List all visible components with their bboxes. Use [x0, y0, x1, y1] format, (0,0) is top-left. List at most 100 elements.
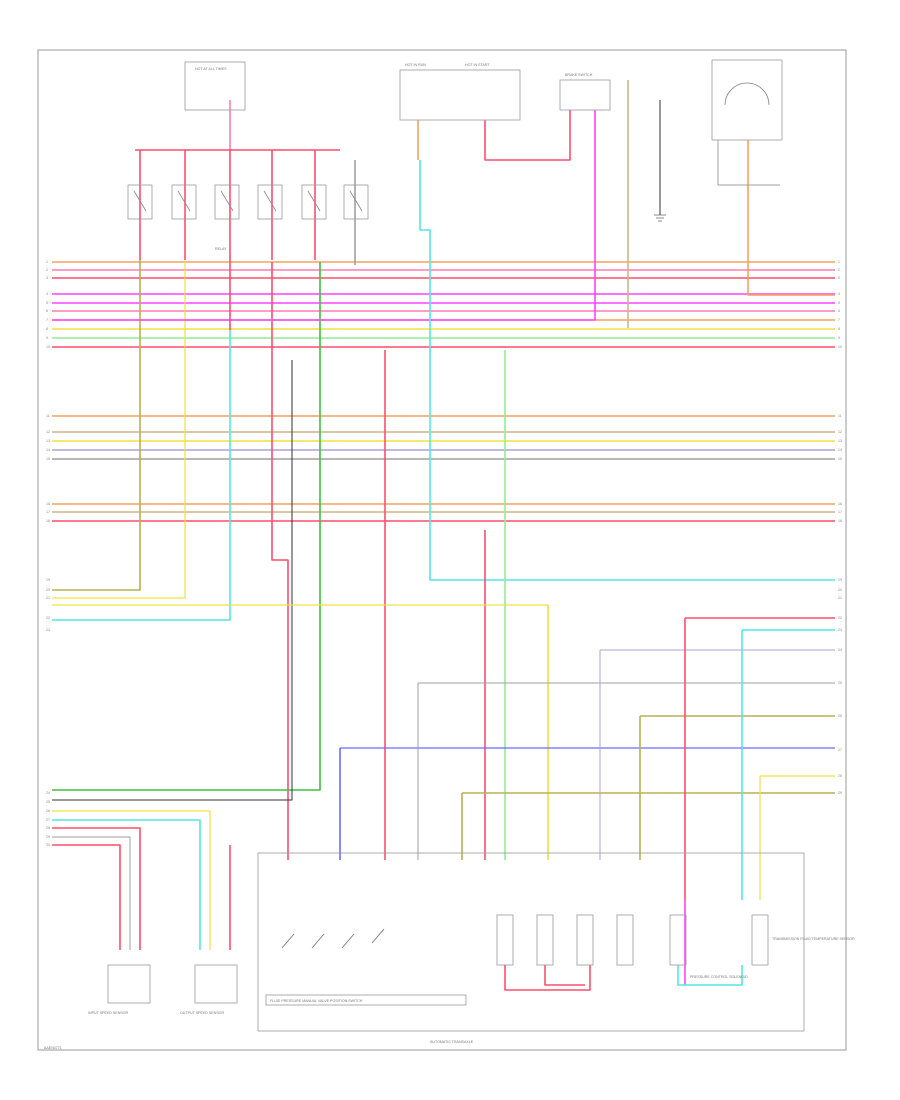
bus-pin-left-4: 4 [46, 292, 48, 296]
ign-wire-2 [484, 110, 571, 161]
bus-pin-left-12: 12 [46, 430, 50, 434]
components: 1234567891011121314151617181920212223242… [46, 59, 855, 1044]
pressure-switch-contact-3 [341, 933, 355, 949]
bus-pin-left-8: 8 [46, 327, 48, 331]
bus-pin-right-22: 22 [838, 616, 842, 620]
relay-switch-6 [349, 190, 363, 212]
relay-switch-3 [220, 190, 234, 212]
label-fluid-temp: TRANSMISSION FLUID TEMPERATURE SENSOR [772, 937, 855, 941]
bus-pin-left-27: 27 [46, 818, 50, 822]
brake-switch-box [559, 79, 611, 111]
bus-pin-left-28: 28 [46, 826, 50, 830]
label-input-speed: INPUT SPEED SENSOR [88, 1011, 128, 1015]
red-bottom-left-2 [52, 844, 121, 950]
solenoid-4 [616, 914, 634, 966]
relay-switch-2 [177, 190, 191, 212]
sensor-wire-1 [747, 140, 835, 296]
bus-pin-left-3: 3 [46, 276, 48, 280]
bus-pin-left-16: 16 [46, 502, 50, 506]
transaxle-box [257, 852, 805, 1032]
relay-6 [343, 184, 369, 220]
bus-pin-right-27: 27 [838, 748, 842, 752]
sensor-arc [724, 82, 770, 106]
bus-pin-right-24: 24 [838, 648, 842, 652]
solenoid-return-2 [544, 965, 585, 986]
bus-pin-right-14: 14 [838, 448, 842, 452]
bus-pin-left-13: 13 [46, 439, 50, 443]
label-output-speed: OUTPUT SPEED SENSOR [180, 1011, 224, 1015]
bus-pin-right-19: 19 [838, 578, 842, 582]
bus-pin-right-29: 29 [838, 791, 842, 795]
bus-pin-right-10: 10 [838, 345, 842, 349]
wires [52, 80, 835, 991]
bus-pin-left-10: 10 [46, 345, 50, 349]
pressure-switch-contact-4 [371, 928, 385, 944]
relay-out-5 [52, 262, 321, 791]
relay-2 [171, 184, 197, 220]
relay-4 [257, 184, 283, 220]
bus-pin-right-1: 1 [838, 260, 840, 264]
relay-1 [127, 184, 153, 220]
bus-pin-left-15: 15 [46, 457, 50, 461]
yellow-bottom-left [52, 810, 211, 950]
label-hot-in-start: HOT IN START [465, 63, 490, 67]
sensor-wire-2 [717, 140, 780, 186]
red-bottom-left [52, 827, 141, 950]
bus-pin-right-25: 25 [838, 681, 842, 685]
label-pressure-control: PRESSURE CONTROL SOLENOID [690, 975, 748, 979]
solenoid-2 [536, 914, 554, 966]
bus-pin-right-6: 6 [838, 309, 840, 313]
bus-pin-left-23: 23 [46, 628, 50, 632]
solenoid-1 [496, 914, 514, 966]
relay-5 [301, 184, 327, 220]
relay-out-6 [52, 360, 293, 801]
bus-pin-right-4: 4 [838, 292, 840, 296]
output-speed-sensor [194, 964, 238, 1004]
bus-pin-right-7: 7 [838, 318, 840, 322]
bus-pin-right-28: 28 [838, 774, 842, 778]
bus-pin-left-14: 14 [46, 448, 50, 452]
solenoid-return-1 [504, 965, 591, 991]
bus-pin-left-21: 21 [46, 596, 50, 600]
solenoid-return-3 [677, 965, 743, 986]
ground-symbol-1 [654, 214, 666, 222]
footer-code: AAEN0771 [44, 1046, 62, 1050]
bus-pin-right-17: 17 [838, 510, 842, 514]
bus-pin-left-17: 17 [46, 510, 50, 514]
diagram-frame [37, 49, 847, 1051]
bus-pin-left-18: 18 [46, 519, 50, 523]
pressure-switch-contact-2 [311, 933, 325, 949]
relay-out-4 [271, 262, 289, 860]
cyan-bottom-left [52, 819, 201, 950]
pressure-switch-contact-1 [281, 933, 295, 949]
bus-pin-right-11: 11 [838, 414, 842, 418]
solenoid-6 [751, 914, 769, 966]
label-relay: RELAY [215, 247, 227, 251]
label-auto-trans: AUTOMATIC TRANSAXLE [430, 1040, 474, 1044]
bus-pin-right-2: 2 [838, 268, 840, 272]
relay-out-3 [52, 330, 231, 621]
relay-switch-5 [307, 190, 321, 212]
bus-pin-left-29: 29 [46, 835, 50, 839]
bus-pin-right-21: 21 [838, 596, 842, 600]
solenoid-3 [576, 914, 594, 966]
bus-pin-right-3: 3 [838, 276, 840, 280]
bus-pin-left-6: 6 [46, 309, 48, 313]
input-speed-sensor [107, 964, 151, 1004]
bus-pin-left-1: 1 [46, 260, 48, 264]
bus-pin-right-12: 12 [838, 430, 842, 434]
fuse-block-top [184, 61, 246, 111]
cyan-vertical [419, 160, 835, 581]
bus-pin-right-20: 20 [838, 588, 842, 592]
bus-pin-right-18: 18 [838, 519, 842, 523]
relay-3 [214, 184, 240, 220]
bus-pin-left-30: 30 [46, 843, 50, 847]
bus-pin-left-22: 22 [46, 616, 50, 620]
sensor-box-top [711, 59, 783, 141]
relay-out-1 [52, 260, 141, 591]
bus-pin-right-26: 26 [838, 714, 842, 718]
bus-pin-left-20: 20 [46, 588, 50, 592]
label-hot-in-run: HOT IN RUN [405, 63, 426, 67]
label-pressure-switch: FLUID PRESSURE MANUAL VALVE POSITION SWI… [270, 999, 363, 1003]
